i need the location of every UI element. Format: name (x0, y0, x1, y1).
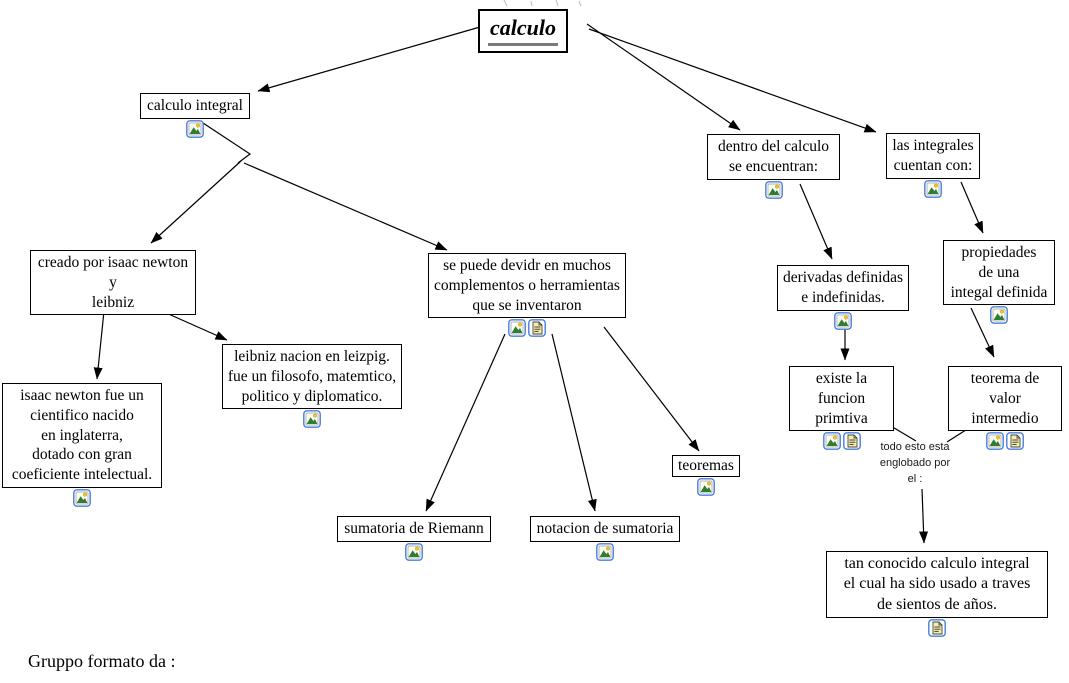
edge-sepuede-to-teoremas (603, 326, 700, 452)
edge-calculo-to-calculo-integral (257, 26, 481, 93)
concept-existe-funcion-primitiva[interactable]: existe la funcion primtiva (789, 366, 894, 451)
document-resource-icon[interactable] (528, 319, 546, 338)
edge-todo-label-to-tan-conocido (919, 488, 929, 544)
image-resource-icon[interactable] (697, 477, 715, 496)
concept-teoremas[interactable]: teoremas (672, 455, 740, 496)
edge-junction-to-sepuede (243, 162, 448, 251)
concept-tan-conocido[interactable]: tan conocido calculo integral el cual ha… (826, 551, 1048, 638)
document-resource-icon[interactable] (842, 432, 861, 451)
concept-dentro-del-calculo[interactable]: dentro del calculo se encuentran: (707, 134, 840, 199)
concept-calculo[interactable]: calculo (478, 9, 568, 54)
image-resource-icon[interactable] (834, 311, 852, 330)
edge-calculo-to-dentro (586, 23, 741, 131)
concept-creado-por[interactable]: creado por isaac newton y leibniz (30, 250, 196, 316)
image-resource-icon[interactable] (186, 119, 204, 138)
linking-phrase-todo-esto[interactable]: todo esto esta englobado por el : (879, 441, 951, 485)
document-resource-icon[interactable] (928, 619, 946, 638)
concept-las-integrales[interactable]: las integrales cuentan con: (886, 133, 980, 198)
concept-calculo-integral[interactable]: calculo integral (140, 93, 250, 138)
edge-creado-to-leibniz (163, 311, 228, 341)
edge-calculo-to-integrales (588, 28, 877, 133)
edge-sepuede-to-notacion (551, 333, 597, 512)
cropped-top-artifacts (503, 0, 582, 7)
concept-se-puede-dividir[interactable]: se puede devidr en muchos complementos o… (428, 253, 626, 338)
image-resource-icon[interactable] (405, 542, 423, 561)
image-resource-icon[interactable] (822, 432, 841, 451)
concept-sumatoria-riemann[interactable]: sumatoria de Riemann (337, 516, 491, 561)
concept-teorema-valor-intermedio[interactable]: teorema de valor intermedio (948, 366, 1062, 451)
image-resource-icon[interactable] (990, 306, 1008, 325)
edge-junction-to-creado (150, 160, 242, 244)
concept-leibniz[interactable]: leibniz nacion en leizpig. fue un filoso… (222, 344, 402, 429)
image-resource-icon[interactable] (764, 180, 783, 199)
image-resource-icon[interactable] (596, 542, 614, 561)
concept-notacion-sumatoria[interactable]: notacion de sumatoria (530, 516, 680, 561)
image-resource-icon[interactable] (73, 489, 91, 508)
document-resource-icon[interactable] (1006, 432, 1024, 451)
image-resource-icon[interactable] (508, 319, 526, 338)
image-resource-icon[interactable] (303, 410, 321, 429)
concept-propiedades[interactable]: propiedades de una integal definida (943, 240, 1055, 325)
concept-title-text: calculo (488, 14, 558, 47)
image-resource-icon[interactable] (924, 179, 942, 198)
edge-creado-to-newton (93, 310, 105, 380)
credit-text: Gruppo formato da : (28, 651, 176, 671)
image-resource-icon[interactable] (986, 432, 1004, 451)
concept-derivadas[interactable]: derivadas definidas e indefinidas. (777, 265, 909, 330)
edge-sepuede-to-sumatoria (425, 333, 506, 512)
concept-isaac-newton[interactable]: isaac newton fue un cientifico nacido en… (2, 383, 162, 508)
